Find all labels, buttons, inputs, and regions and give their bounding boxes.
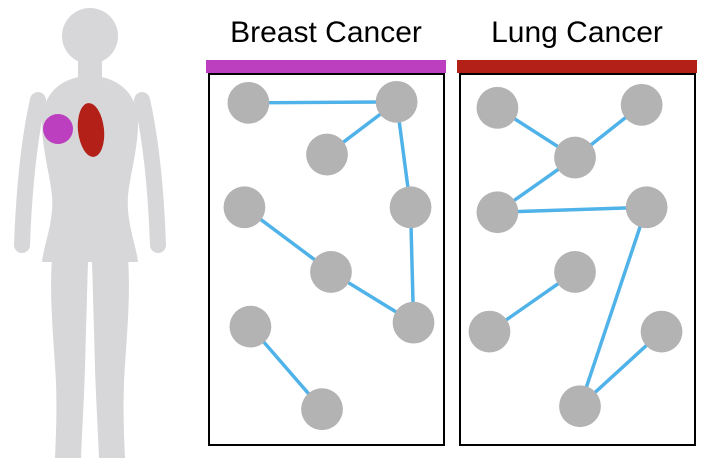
lung-edge-n4-n5 (496, 205, 647, 214)
lung-cancer-title: Lung Cancer (491, 16, 663, 49)
lung-network-box (458, 73, 696, 446)
lung-node-n7 (468, 310, 510, 353)
silhouette-right-arm (134, 92, 166, 253)
lung-node-n4 (476, 191, 518, 234)
breast-node-n7 (229, 305, 271, 348)
lung-edge-n5-n9 (577, 206, 648, 407)
breast-network-box (207, 73, 445, 446)
lung-node-n1 (476, 86, 518, 129)
silhouette-left-arm (14, 92, 46, 253)
breast-node-n9 (300, 388, 343, 431)
breast-cancer-title: Breast Cancer (230, 16, 422, 49)
lung-node-n9 (558, 385, 601, 428)
silhouette-right-leg (92, 258, 129, 458)
breast-node-n4 (223, 186, 265, 229)
breast-network-graph (223, 80, 434, 431)
lung-cancer-panel: Lung Cancer (457, 16, 697, 446)
breast-edge-n1-n2 (247, 100, 397, 105)
breast-node-n6 (309, 251, 352, 293)
lung-node-n6 (553, 251, 596, 293)
lung-network-graph (468, 83, 682, 428)
lung-tumor (77, 103, 105, 157)
breast-node-n3 (305, 133, 348, 176)
lung-node-n8 (640, 310, 682, 353)
lung-accent-bar (457, 60, 697, 73)
lung-node-n5 (625, 186, 668, 229)
silhouette-left-leg (51, 258, 88, 458)
lung-node-n3 (553, 136, 596, 179)
breast-node-n2 (375, 80, 418, 123)
breast-node-n5 (389, 186, 431, 229)
breast-node-n1 (227, 81, 269, 124)
silhouette-head (62, 8, 118, 64)
breast-tumor (43, 114, 73, 144)
body-silhouette (14, 8, 166, 458)
breast-node-n8 (392, 301, 434, 344)
lung-node-n2 (620, 83, 663, 126)
breast-accent-bar (206, 60, 446, 73)
breast-cancer-panel: Breast Cancer (206, 16, 446, 446)
